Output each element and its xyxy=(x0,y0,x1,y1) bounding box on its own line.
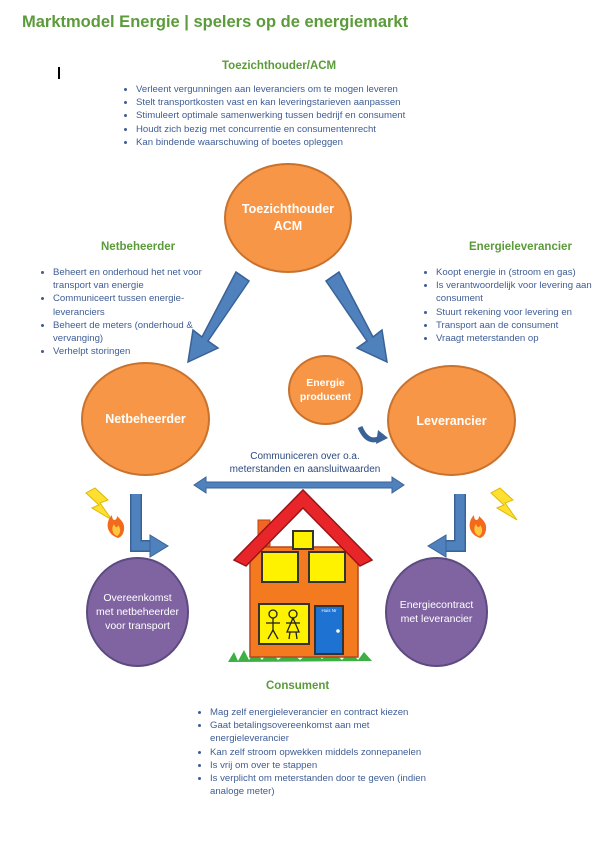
list-item: Koopt energie in (stroom en gas) xyxy=(436,266,614,279)
agreement-left-line2: met netbeheerder xyxy=(96,606,179,618)
producer-label-line2: producent xyxy=(299,391,352,403)
regulator-circle-label-line2: ACM xyxy=(273,219,303,233)
communication-note: Communiceren over o.a. meterstanden en a… xyxy=(200,450,410,476)
regulator-heading: Toezichthouder/ACM xyxy=(222,60,337,72)
netbeheerder-bullets: Beheert en onderhoud het net voor transp… xyxy=(35,266,233,358)
list-item: Stelt transportkosten vast en kan leveri… xyxy=(136,96,516,109)
producer-circle: Energie producent xyxy=(288,355,363,425)
cycle-arrow-icon xyxy=(357,425,388,444)
consument-heading: Consument xyxy=(266,680,330,692)
netbeheerder-circle: Netbeheerder xyxy=(81,362,210,476)
lightning-icon xyxy=(85,487,113,521)
list-item: Is vrij om over te stappen xyxy=(210,759,430,772)
house-icon xyxy=(228,488,374,662)
communication-line1: Communiceren over o.a. xyxy=(250,451,360,462)
flame-icon xyxy=(469,515,487,538)
list-item: Beheert en onderhoud het net voor transp… xyxy=(53,266,233,292)
agreement-netbeheerder-circle: Overeenkomst met netbeheerder voor transpo… xyxy=(86,557,189,667)
flame-icon xyxy=(107,515,125,538)
list-item: Verleent vergunningen aan leveranciers o… xyxy=(136,83,516,96)
arrow-netbeheerder-to-agreement xyxy=(130,494,169,558)
door-sign: Huis Nr xyxy=(321,608,337,613)
list-item: Transport aan de consument xyxy=(436,319,614,332)
agreement-left-line3: voor transport xyxy=(105,620,170,632)
list-item: Verhelpt storingen xyxy=(53,345,233,358)
list-item: Vraagt meterstanden op xyxy=(436,332,614,345)
lightning-icon xyxy=(490,487,518,521)
list-item: Communiceert tussen energie-leveranciers xyxy=(53,292,233,318)
agreement-left-line1: Overeenkomst xyxy=(103,592,172,604)
leverancier-heading: Energieleverancier xyxy=(469,241,572,253)
agreement-right-line2: met leverancier xyxy=(400,613,473,625)
leverancier-circle-label: Leverancier xyxy=(416,413,487,428)
list-item: Stimuleert optimale samenwerking tussen … xyxy=(136,109,516,122)
arrow-leverancier-to-agreement xyxy=(427,494,466,558)
agreement-leverancier-circle: Energiecontract met leverancier xyxy=(385,557,488,667)
list-item: Stuurt rekening voor levering en xyxy=(436,306,614,319)
list-item: Gaat betalingsovereenkomst aan met energ… xyxy=(210,719,430,745)
regulator-circle-label-line1: Toezichthouder xyxy=(241,202,335,216)
text-cursor xyxy=(58,67,60,79)
netbeheerder-circle-label: Netbeheerder xyxy=(105,412,186,426)
producer-label-line1: Energie xyxy=(306,377,345,389)
arrow-regulator-to-leverancier xyxy=(324,270,388,364)
list-item: Is verantwoordelijk voor levering aan co… xyxy=(436,279,614,305)
list-item: Mag zelf energieleverancier en contract … xyxy=(210,706,430,719)
leverancier-circle: Leverancier xyxy=(387,365,516,476)
netbeheerder-heading: Netbeheerder xyxy=(101,241,176,253)
agreement-right-line1: Energiecontract xyxy=(399,599,474,611)
consument-bullets: Mag zelf energieleverancier en contract … xyxy=(192,706,430,798)
leverancier-bullets: Koopt energie in (stroom en gas) Is vera… xyxy=(418,266,614,345)
list-item: Beheert de meters (onderhoud & vervangin… xyxy=(53,319,233,345)
arrow-regulator-to-netbeheerder xyxy=(187,270,251,364)
regulator-bullets: Verleent vergunningen aan leveranciers o… xyxy=(118,83,516,149)
double-arrow-communication xyxy=(193,476,405,494)
list-item: Kan zelf stroom opwekken middels zonnepa… xyxy=(210,746,430,759)
list-item: Kan bindende waarschuwing of boetes ople… xyxy=(136,136,516,149)
communication-line2: meterstanden en aansluitwaarden xyxy=(229,464,381,475)
list-item: Houdt zich bezig met concurrentie en con… xyxy=(136,123,516,136)
list-item: Is verplicht om meterstanden door te gev… xyxy=(210,772,430,798)
page-title: Marktmodel Energie | spelers op de energ… xyxy=(22,13,409,31)
